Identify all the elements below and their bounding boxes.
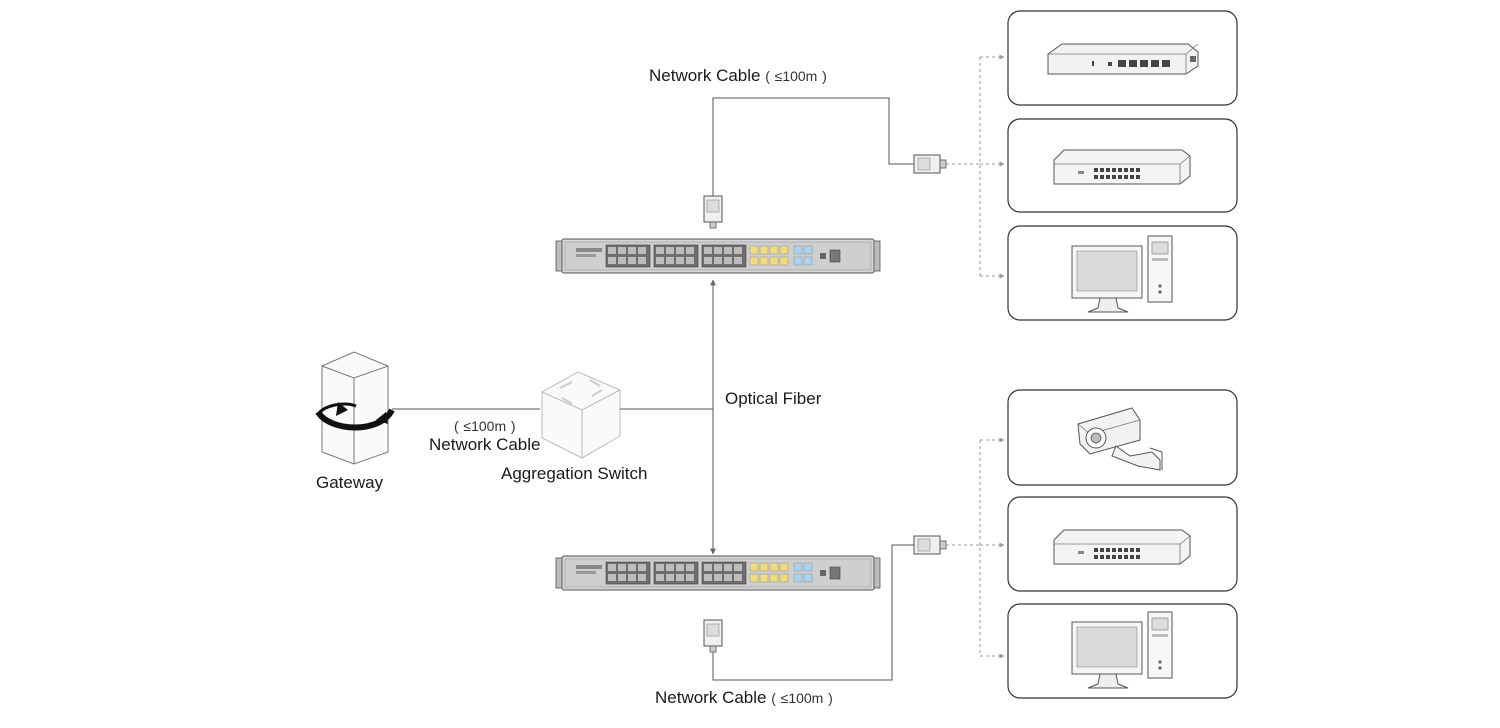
gateway-cable-label: Network Cable (429, 435, 541, 454)
device-box-top-3 (1007, 225, 1238, 321)
gateway-cable-distance: ( ≤100m ) (454, 418, 516, 434)
network-cable-top-label: Network Cable ( ≤100m ) (649, 66, 827, 85)
top-dashed-links (946, 54, 1005, 279)
rj45-connector-bottom (703, 619, 723, 653)
network-cable-top-line (712, 97, 914, 196)
device-box-top-1 (1007, 10, 1238, 106)
gateway-label: Gateway (316, 473, 384, 492)
aggregation-switch-icon (541, 371, 621, 459)
rj45-connector-bottom-right (913, 535, 947, 555)
device-box-top-2 (1007, 118, 1238, 213)
rack-switch-icon (1053, 529, 1191, 565)
device-box-bottom-1 (1007, 389, 1238, 486)
aggregation-switch-label: Aggregation Switch (501, 464, 648, 483)
rack-switch-icon (1053, 149, 1191, 185)
rj45-connector-top-right (913, 154, 947, 174)
access-switch-top (556, 239, 880, 273)
gateway-icon (315, 351, 395, 465)
desktop-switch-icon (1047, 43, 1199, 75)
device-box-bottom-3 (1007, 603, 1238, 699)
camera-icon (1077, 407, 1163, 471)
bottom-dashed-links (946, 437, 1005, 659)
access-switch-bottom (556, 556, 880, 590)
rj45-connector-top (703, 195, 723, 229)
network-cable-bottom-line (712, 544, 914, 681)
optical-fiber-label: Optical Fiber (725, 389, 822, 408)
network-cable-bottom-label: Network Cable ( ≤100m ) (655, 688, 833, 707)
device-box-bottom-2 (1007, 496, 1238, 592)
